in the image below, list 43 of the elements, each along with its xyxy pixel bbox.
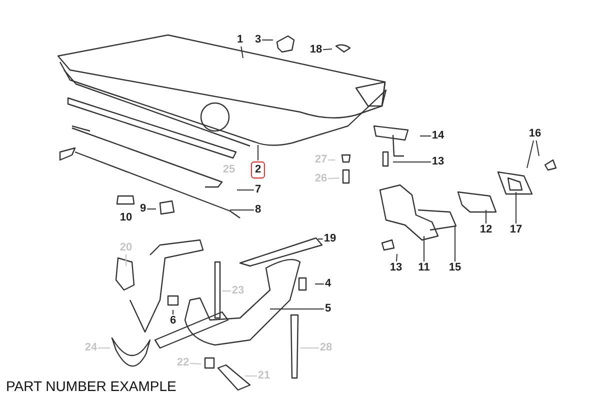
callout-number: 9 (140, 204, 146, 214)
callout-number: 22 (176, 358, 190, 368)
callout-number: 20 (120, 242, 132, 254)
leader-line (318, 238, 324, 240)
callout-number: 26 (314, 174, 328, 184)
callout-number: 7 (254, 184, 262, 196)
callout-number: 10 (120, 212, 132, 224)
callout-number: 16 (528, 128, 542, 140)
callout-number: 14 (432, 130, 444, 142)
callout-number: 5 (324, 304, 332, 314)
callout-number: 13 (390, 262, 402, 274)
callout-number: 11 (418, 262, 430, 274)
callout-number: 4 (324, 278, 332, 290)
caption: PART NUMBER EXAMPLE (6, 378, 176, 394)
leader-line (222, 290, 232, 292)
callout-number: 3 (254, 34, 262, 46)
callout-number: 25 (222, 164, 236, 176)
leader-line (172, 310, 174, 315)
callout-number: 23 (232, 286, 244, 296)
leader-line (536, 140, 540, 156)
leader-line (454, 226, 456, 262)
leader-line (526, 140, 534, 168)
callout-number: 12 (480, 224, 492, 236)
callout-number: 2 (250, 162, 266, 178)
callout-number: 27 (314, 154, 328, 166)
callout-number: 17 (510, 224, 522, 236)
leader-line (146, 208, 156, 210)
callout-number: 1 (236, 34, 244, 46)
callout-number: 13 (432, 156, 444, 168)
callout-number: 24 (84, 342, 98, 354)
leader-line (240, 46, 244, 58)
leader-line (190, 362, 202, 364)
leader-line (396, 254, 398, 262)
leader-line (270, 308, 324, 310)
callout-number: 18 (310, 44, 322, 56)
leader-line (322, 48, 332, 50)
callout-number: 19 (324, 234, 336, 244)
callout-number: 21 (258, 370, 270, 382)
leader-line (328, 178, 340, 180)
callout-number: 8 (254, 204, 262, 216)
callout-number: 6 (170, 316, 176, 326)
callout-number: 15 (448, 262, 462, 274)
callout-number: 28 (320, 342, 332, 354)
